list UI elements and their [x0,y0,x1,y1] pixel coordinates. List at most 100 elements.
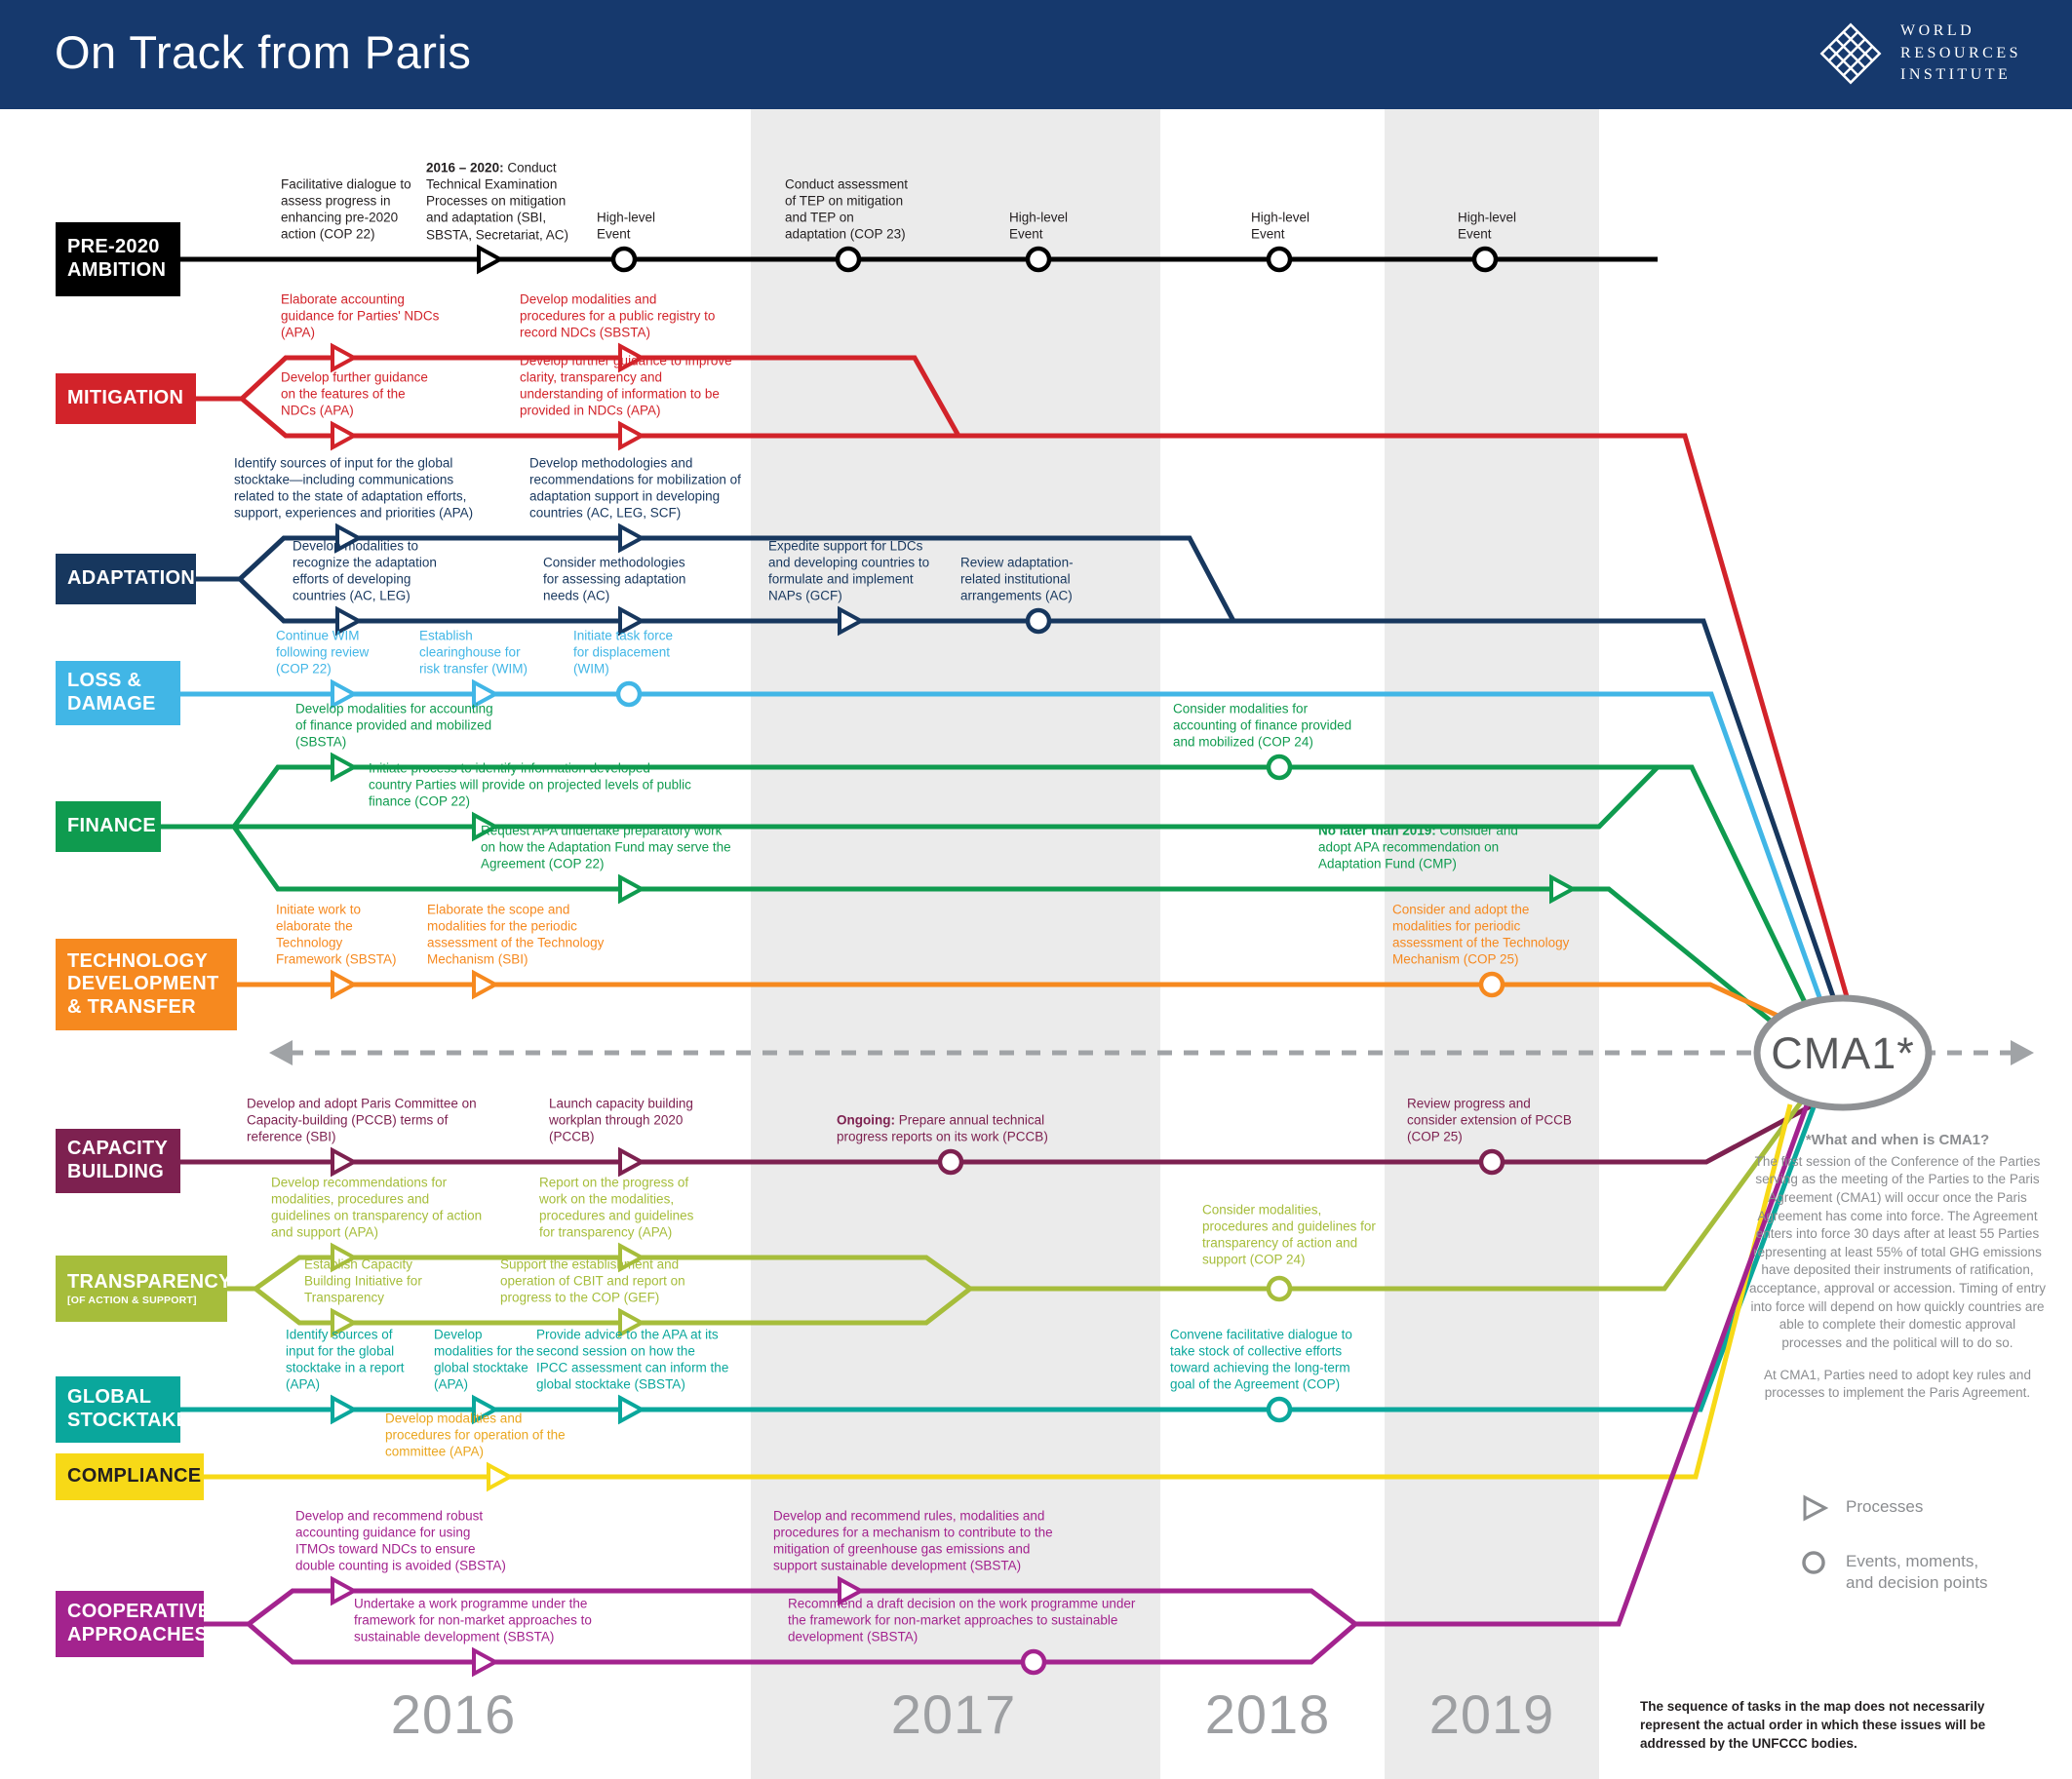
technology-development-transfer-task-label: Initiate work to elaborate the Technolog… [276,902,397,967]
capacity-building-task-label: Develop and adopt Paris Committee on Cap… [247,1096,477,1144]
pre-2020-ambition-event-marker-icon [1471,246,1499,273]
cooperative-approaches-task-label: Recommend a draft decision on the work p… [788,1596,1136,1644]
transparency-line [227,1286,972,1326]
track-box-label: COOPERATIVE [67,1601,212,1623]
adaptation-line [196,576,1839,1006]
capacity-building-process-marker-icon [618,1146,646,1178]
track-box-adaptation: ADAPTATION [56,554,196,604]
track-box-label: DAMAGE [67,693,156,715]
compliance-line [204,1103,1793,1480]
pre-2020-ambition-event-marker-icon [1025,246,1052,273]
footnote: The sequence of tasks in the map does no… [1640,1699,1986,1751]
loss-and-damage-event-marker-icon [615,680,643,708]
adaptation-task-label: Develop methodologies and recommendation… [529,455,741,521]
cma1-node: CMA1* [1753,994,1933,1111]
global-stocktake-line [180,1096,1820,1412]
technology-development-transfer-task-label: Elaborate the scope and modalities for t… [427,902,605,967]
transparency-task-label: Establish Capacity Building Initiative f… [304,1257,422,1305]
adaptation-task-label: Develop modalities to recognize the adap… [293,538,437,603]
track-box-label: FINANCE [67,815,156,837]
global-stocktake-task-label: Develop modalities for the global stockt… [434,1327,534,1392]
adaptation-process-marker-icon [335,605,364,637]
pre-2020-ambition-task-label: High-level Event [1458,210,1517,242]
global-stocktake-task-label: Provide advice to the APA at its second … [536,1327,729,1392]
loss-and-damage-task-label: Establish clearinghouse for risk transfe… [419,628,528,677]
technology-development-transfer-process-marker-icon [472,969,500,1000]
finance-process-marker-icon [331,752,359,783]
cooperative-approaches-process-marker-icon [331,1575,359,1606]
transparency-task-label: Consider modalities, procedures and guid… [1202,1202,1376,1267]
mitigation-process-marker-icon [331,342,359,373]
legend-processes: Processes [1799,1493,1992,1523]
track-box-label: BUILDING [67,1161,165,1182]
cma1-label: CMA1* [1771,1028,1915,1078]
track-box-label: & TRANSFER [67,995,196,1018]
cooperative-approaches-task-label: Undertake a work programme under the fra… [354,1596,592,1644]
wri-logo-icon [1819,22,1882,85]
technology-development-transfer-process-marker-icon [331,969,359,1000]
capacity-building-task-label: Ongoing: Prepare annual technical progre… [837,1112,1048,1144]
cooperative-approaches-task-label: Develop and recommend robust accounting … [295,1508,506,1573]
finance-task-label: Initiate process to identify information… [369,760,691,809]
year-label-2016: 2016 [390,1683,517,1745]
compliance-process-marker-icon [487,1461,515,1492]
pre-2020-ambition-task-label: High-level Event [597,210,656,242]
track-box-label: TRANSPARENCY [67,1270,232,1293]
track-box-sublabel: [OF ACTION & SUPPORT] [67,1295,197,1307]
year-band [1385,109,1599,1779]
pre-2020-ambition-task-label: High-level Event [1009,210,1069,242]
axis-right-arrow-icon [2011,1040,2034,1065]
pre-2020-ambition-event-marker-icon [610,246,638,273]
technology-development-transfer-line [237,982,1801,1028]
transparency-event-marker-icon [1266,1275,1293,1302]
year-label-2017: 2017 [890,1683,1017,1745]
track-box-transparency: TRANSPARENCY [OF ACTION & SUPPORT] [56,1256,232,1322]
page-title: On Track from Paris [55,26,472,78]
mitigation-task-label: Develop further guidance on the features… [281,369,428,418]
mitigation-process-marker-icon [618,420,646,451]
wri-logo: WORLD RESOURCES INSTITUTE [1817,19,2021,88]
pre-2020-ambition-task-label: High-level Event [1251,210,1310,242]
loss-and-damage-task-label: Initiate task force for displacement (WI… [573,628,674,677]
track-box-label: STOCKTAKE [67,1410,190,1431]
cooperative-approaches-line [204,1621,1357,1665]
finance-process-marker-icon [472,811,500,842]
track-box-label: CAPACITY [67,1138,169,1160]
pre-2020-ambition-task-label: Conduct assessment of TEP on mitigation … [785,176,909,242]
finance-event-marker-icon [1266,754,1293,781]
loss-and-damage-line [180,691,1827,1012]
finance-process-marker-icon [1549,873,1578,905]
track-box-label: MITIGATION [67,387,184,409]
cma1-ellipse [1753,994,1933,1111]
cooperative-approaches-event-marker-icon [1020,1648,1047,1676]
track-box-loss-and-damage: LOSS &DAMAGE [56,661,180,725]
event-circle-icon [1802,1551,1825,1574]
markers-layer [331,244,1578,1678]
pre-2020-ambition-task-label: 2016 – 2020: Conduct Technical Examinati… [426,160,569,242]
transparency-task-label: Support the establishment and operation … [500,1257,685,1305]
technology-development-transfer-event-marker-icon [1478,971,1505,998]
adaptation-task-label: Expedite support for LDCs and developing… [768,538,930,603]
finance-line [161,824,1790,1037]
adaptation-process-marker-icon [335,522,364,554]
transparency-process-marker-icon [331,1307,359,1338]
mitigation-line [196,396,1851,1001]
legend-processes-label: Processes [1846,1497,1924,1516]
mitigation-task-label: Develop modalities and procedures for a … [520,291,716,340]
adaptation-task-label: Identify sources of input for the global… [234,455,474,521]
cooperative-approaches-process-marker-icon [472,1646,500,1678]
adaptation-task-label: Review adaptation-related institutional … [960,555,1074,603]
pre-2020-ambition-event-marker-icon [835,246,862,273]
process-triangle-icon [1803,1494,1828,1522]
track-box-label: APPROACHES [67,1624,209,1645]
mitigation-task-label: Develop further guidance to improve clar… [520,353,732,418]
finance-line [161,765,1660,830]
adaptation-event-marker-icon [1025,607,1052,635]
pre-2020-ambition-event-marker-icon [1266,246,1293,273]
finance-process-marker-icon [618,873,646,905]
